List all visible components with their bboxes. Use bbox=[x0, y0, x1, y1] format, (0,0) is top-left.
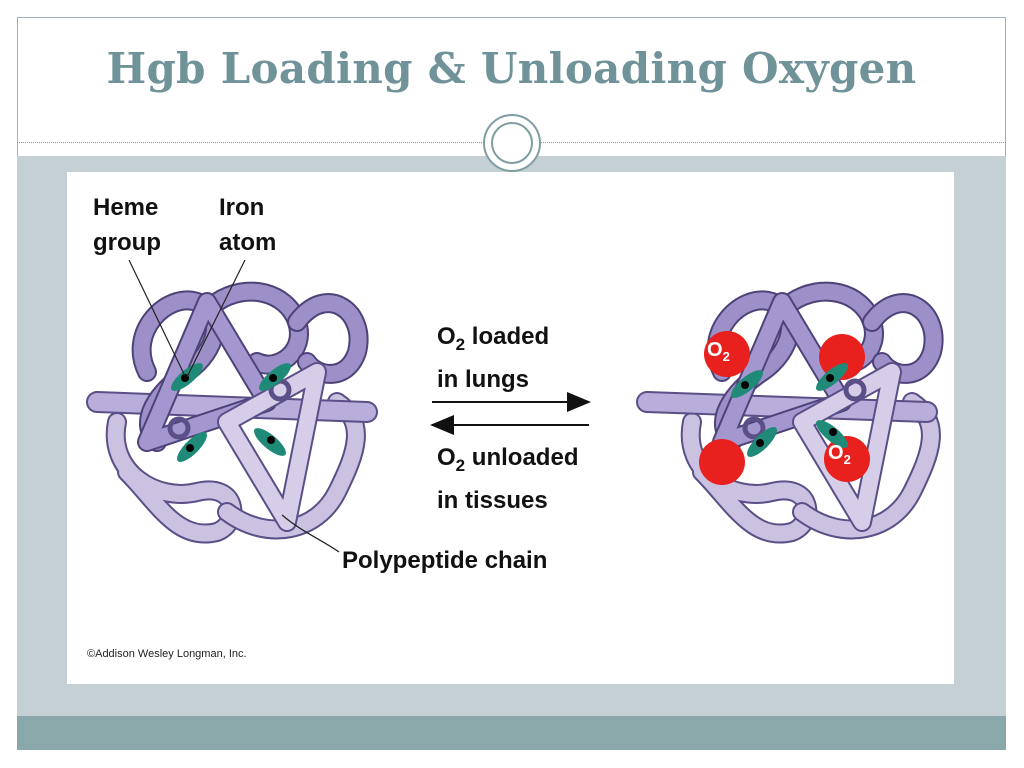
unloaded-o-symbol: O bbox=[437, 444, 456, 471]
loaded-line1: O2 loaded bbox=[437, 319, 549, 362]
divider-ring-ornament bbox=[483, 114, 541, 172]
hemoglobin-figure: Heme group Iron atom O2 loaded in lungs … bbox=[67, 172, 954, 684]
heme-leader-line bbox=[128, 259, 186, 377]
polypeptide-leader-line bbox=[281, 514, 340, 553]
slide-title: Hgb Loading & Unloading Oxygen bbox=[106, 44, 917, 93]
loaded-subscript: 2 bbox=[455, 334, 466, 354]
heme-label-line1: Heme bbox=[93, 194, 159, 221]
unloaded-subscript: 2 bbox=[455, 455, 466, 475]
iron-leader-line bbox=[186, 259, 246, 378]
heme-groups-oxy bbox=[731, 363, 848, 457]
unloaded-text: unloaded bbox=[465, 444, 579, 471]
iron-atom-label: Iron atom bbox=[219, 190, 276, 260]
unloaded-line2: in tissues bbox=[437, 486, 548, 514]
iron-label-line1: Iron bbox=[219, 194, 265, 221]
heme-group-label: Heme group bbox=[93, 190, 161, 260]
loaded-text: loaded bbox=[465, 323, 550, 350]
o2-label-bottom-right: O2 bbox=[828, 442, 851, 467]
heme-label-line2: group bbox=[93, 229, 161, 256]
o2-label-top-left: O2 bbox=[707, 339, 730, 364]
copyright-notice: ©Addison Wesley Longman, Inc. bbox=[87, 648, 247, 660]
heme-groups bbox=[171, 363, 291, 462]
loaded-line2: in lungs bbox=[437, 365, 529, 393]
footer-bar bbox=[17, 716, 1006, 750]
oxyhemoglobin-molecule bbox=[636, 281, 944, 544]
unloaded-line1: O2 unloaded bbox=[437, 440, 578, 483]
polypeptide-chain-label: Polypeptide chain bbox=[342, 547, 548, 574]
deoxyhemoglobin-molecule bbox=[86, 259, 378, 553]
loaded-o-symbol: O bbox=[437, 323, 456, 350]
unloaded-in-tissues-label: O2 unloaded in tissues bbox=[437, 440, 578, 518]
hemoglobin-diagram-svg bbox=[86, 259, 944, 553]
oxygen-molecules bbox=[699, 331, 870, 485]
iron-label-line2: atom bbox=[219, 229, 277, 256]
loaded-in-lungs-label: O2 loaded in lungs bbox=[437, 319, 549, 397]
